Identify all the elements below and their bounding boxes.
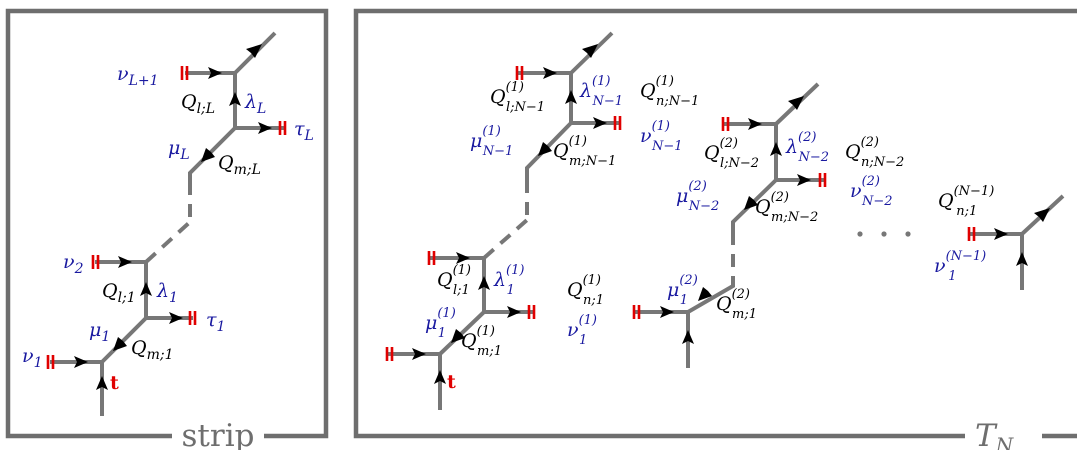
arrow-icon — [538, 142, 552, 156]
label-Q1-l1: Q(1)l;1 — [437, 263, 471, 298]
arrow-icon — [208, 67, 222, 79]
arrow-icon — [994, 228, 1008, 240]
label-Q-m1: Qm;1 — [131, 337, 173, 363]
arrow-icon — [1034, 208, 1050, 222]
red-tick-icon — [613, 116, 622, 130]
strip-frame: strip — [5, 8, 329, 450]
label-mu-1: μ1 — [89, 319, 110, 345]
red-tick-icon — [385, 347, 394, 361]
arrow-icon — [140, 282, 152, 296]
red-tick-icon — [427, 251, 436, 265]
label-Q1-mN1: Q(1)m;N−1 — [553, 134, 616, 169]
arrow-icon — [593, 117, 607, 129]
arrow-icon — [456, 252, 470, 264]
label-t: t — [110, 372, 119, 394]
arrow-icon — [478, 276, 490, 290]
arrow-icon — [96, 376, 108, 390]
red-tick-icon — [278, 121, 287, 135]
label-Q1-lN1: Q(1)l;N−1 — [490, 80, 545, 115]
arrow-icon — [788, 96, 804, 110]
label-nuN-1: ν(N−1)1 — [934, 249, 986, 284]
arrow-icon — [118, 256, 132, 268]
arrow-icon — [543, 67, 557, 79]
label-nu-2: ν2 — [63, 251, 84, 277]
label-mu2-1: μ(2)1 — [667, 273, 698, 308]
label-Q-l1: Ql;1 — [102, 280, 136, 306]
label-Q1-n1: Q(1)n;1 — [567, 273, 604, 308]
label-lambda2-N2: λ(2)N−2 — [785, 130, 829, 165]
arrow-icon — [451, 329, 465, 343]
arrow-icon — [682, 330, 694, 344]
arrow-icon — [582, 44, 598, 58]
arrow-icon — [565, 90, 577, 104]
red-tick-icon — [188, 311, 197, 325]
label-nu1-N1: ν(1)N−1 — [640, 119, 683, 154]
label-Q1-m1: Q(1)m;1 — [461, 324, 502, 359]
arrow-icon — [434, 370, 446, 384]
arrow-icon — [246, 44, 262, 58]
arrow-icon — [507, 306, 521, 318]
red-tick-icon — [527, 305, 536, 319]
arrow-icon — [201, 148, 215, 162]
arrow-icon — [113, 337, 127, 351]
label-nu-1: ν1 — [22, 345, 42, 371]
tn-title: TN — [975, 418, 1015, 450]
label-nu-L1: νL+1 — [117, 63, 159, 89]
arrow-icon — [744, 196, 758, 210]
label-QN-n1: Q(N−1)n;1 — [938, 184, 994, 219]
arrow-icon — [698, 287, 712, 301]
label-lambda-L: λL — [244, 91, 266, 117]
tn-frame: TN — [353, 8, 1077, 450]
arrow-icon — [74, 356, 88, 368]
label-Q2-nN2: Q(2)n;N−2 — [845, 135, 904, 170]
label-Q1-nN1: Q(1)n;N−1 — [640, 74, 699, 109]
label-tau-1: τ1 — [206, 309, 225, 335]
label-mu2-N2: μ(2)N−2 — [676, 179, 719, 214]
label-lambda-1: λ1 — [156, 280, 178, 306]
label-mu-L: μL — [168, 137, 190, 163]
label-lambda1-N1: λ(1)N−1 — [579, 74, 623, 109]
label-nu1-1: ν(1)1 — [567, 313, 597, 348]
label-Q-lL: Ql;L — [181, 91, 215, 117]
red-tick-icon — [721, 117, 730, 131]
arrow-icon — [770, 142, 782, 156]
strip-graph: νL+1 Ql;L λL τL μL Qm;L ν2 Ql;1 λ1 μ1 τ1… — [22, 31, 314, 416]
arrow-icon — [797, 174, 811, 186]
red-tick-icon — [91, 255, 100, 269]
arrow-icon — [748, 118, 762, 130]
label-mu1-N1: μ(1)N−1 — [470, 124, 513, 159]
arrow-icon — [229, 92, 241, 106]
label-Q2-mN2: Q(2)m;N−2 — [755, 190, 818, 225]
arrow-icon — [169, 312, 183, 324]
red-tick-icon — [46, 355, 55, 369]
arrow-icon — [258, 122, 272, 134]
arrow-icon — [412, 348, 426, 360]
label-t-tn: t — [447, 371, 456, 393]
label-Q-mL: Qm;L — [218, 152, 261, 178]
arrow-icon — [1016, 252, 1028, 266]
label-Q2-m1: Q(2)m;1 — [716, 287, 757, 322]
label-nu2-N2: ν(2)N−2 — [850, 174, 893, 209]
red-tick-icon — [818, 173, 827, 187]
label-Q2-lN2: Q(2)l;N−2 — [704, 136, 759, 171]
label-tau-L: τL — [294, 118, 314, 144]
arrow-icon — [660, 306, 674, 318]
strip-title: strip — [182, 418, 255, 450]
tn-graph: Q(1)l;N−1 λ(1)N−1 Q(1)n;N−1 μ(1)N−1 Q(1)… — [385, 31, 1065, 410]
label-mu1-1: μ(1)1 — [425, 306, 456, 341]
red-tick-icon — [967, 227, 976, 241]
red-tick-icon — [632, 305, 641, 319]
label-lambda1-1: λ(1)1 — [493, 263, 524, 298]
red-tick-icon — [515, 66, 524, 80]
red-tick-icon — [180, 66, 189, 80]
